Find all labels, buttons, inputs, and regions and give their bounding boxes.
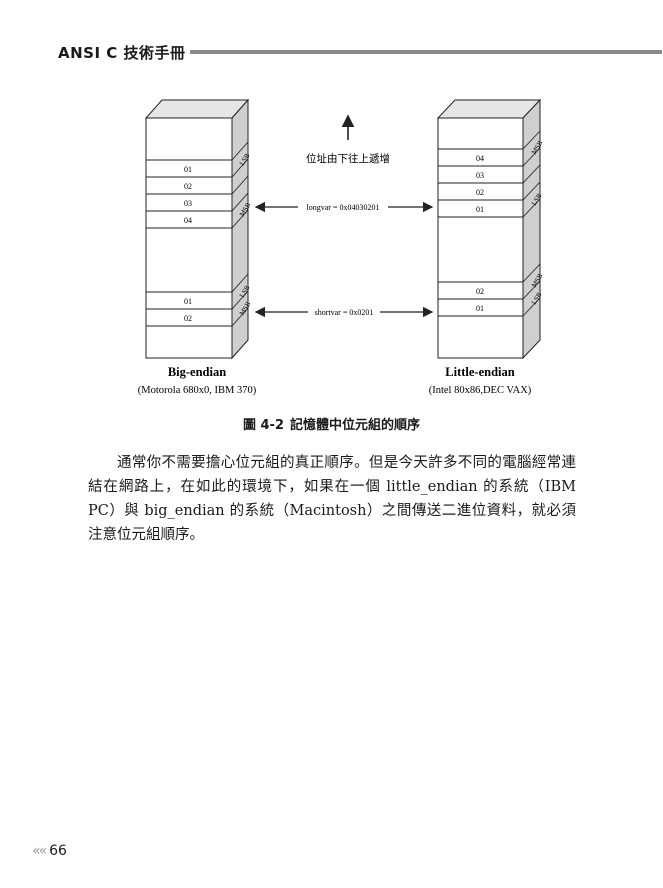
big-endian-column: 01 02 03 04 01 02 LSB MSB LSB MSB <box>144 98 253 360</box>
page-footer: ««66 <box>32 843 67 859</box>
body-paragraph: 通常你不需要擔心位元組的真正順序。但是今天許多不同的電腦經常連結在網路上，在如此… <box>88 455 576 543</box>
little-endian-title: Little-endian <box>445 365 514 379</box>
little-short-byte-1: 02 <box>476 287 484 296</box>
big-long-byte-1: 01 <box>184 165 192 174</box>
address-direction-label: 位址由下往上遞增 <box>306 152 390 165</box>
body-text: 通常你不需要擔心位元組的真正順序。但是今天許多不同的電腦經常連結在網路上，在如此… <box>88 451 576 547</box>
header-rule <box>190 50 662 54</box>
little-long-byte-4: 01 <box>476 205 484 214</box>
page-number: 66 <box>49 843 67 859</box>
running-header: ANSI C 技術手冊 <box>58 44 186 62</box>
chevron-icon: «« <box>32 843 47 859</box>
figure-caption-text: 記憶體中位元組的順序 <box>290 418 421 433</box>
little-endian-subtitle: (Intel 80x86,DEC VAX) <box>429 385 532 396</box>
big-long-byte-3: 03 <box>184 199 192 208</box>
little-endian-column: 04 03 02 01 02 01 MSB LSB MSB LSB <box>436 98 545 360</box>
little-long-byte-2: 03 <box>476 171 484 180</box>
big-endian-subtitle: (Motorola 680x0, IBM 370) <box>138 385 257 396</box>
big-long-byte-4: 04 <box>184 216 192 225</box>
big-short-byte-1: 01 <box>184 297 192 306</box>
little-long-byte-1: 04 <box>476 154 484 163</box>
big-long-byte-2: 02 <box>184 182 192 191</box>
figure-caption: 圖 4-2 記憶體中位元組的順序 <box>0 414 663 433</box>
big-endian-title: Big-endian <box>168 365 226 379</box>
little-short-byte-2: 01 <box>476 304 484 313</box>
figure-number: 圖 4-2 <box>242 418 284 433</box>
little-long-byte-3: 02 <box>476 188 484 197</box>
shortvar-label: shortvar = 0x0201 <box>315 308 374 317</box>
longvar-label: longvar = 0x04030201 <box>307 203 380 212</box>
big-short-byte-2: 02 <box>184 314 192 323</box>
endian-figure: 01 02 03 04 01 02 LSB MSB LSB MSB <box>138 98 545 396</box>
